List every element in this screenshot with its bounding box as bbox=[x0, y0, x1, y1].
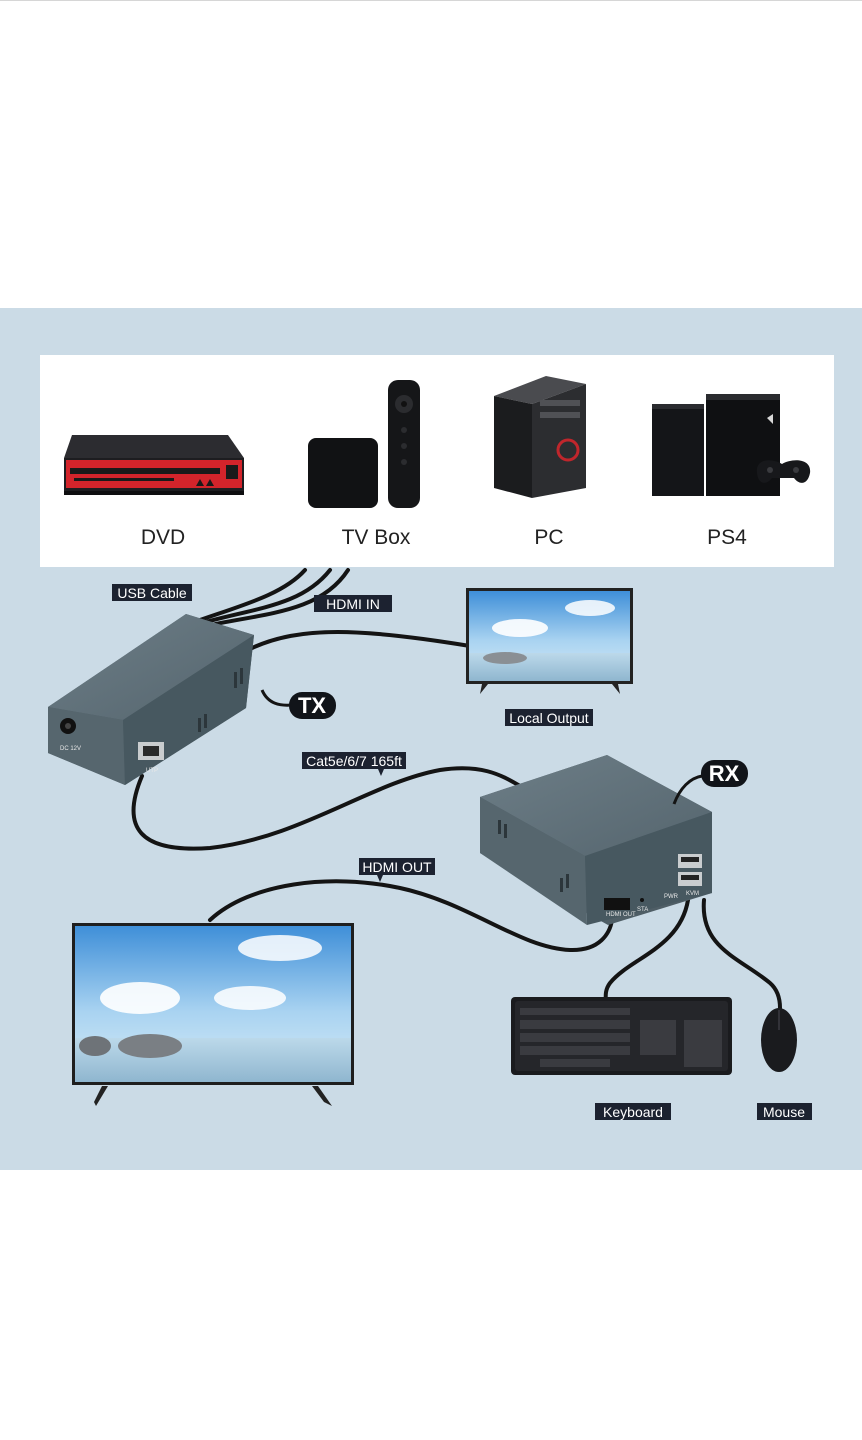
hdmi-in-cable-line-b bbox=[204, 568, 350, 628]
tx-badge-pointer bbox=[260, 689, 293, 707]
main-tv-icon bbox=[72, 923, 354, 1106]
rx-pwr-port-label: PWR bbox=[664, 894, 679, 900]
local-output-cable-line bbox=[250, 630, 472, 650]
mouse-tag: Mouse bbox=[763, 1104, 805, 1120]
hdmi-in-cable-line-a bbox=[190, 568, 332, 628]
keyboard-tag-bg bbox=[595, 1103, 671, 1120]
tx-badge: TX bbox=[260, 689, 336, 719]
dvd-player-icon bbox=[64, 435, 244, 495]
local-output-tag: Local Output bbox=[509, 710, 588, 726]
rx-badge-pointer bbox=[672, 774, 703, 805]
source-label-tv-box: TV Box bbox=[342, 526, 411, 549]
label-tags: USB Cable HDMI IN Local Output Cat5e/6/7… bbox=[112, 584, 812, 1120]
rx-hdmi-out-port-label: HDMI OUT bbox=[606, 912, 636, 918]
rx-badge: RX bbox=[672, 760, 748, 805]
cat-cable-tag: Cat5e/6/7 165ft bbox=[306, 753, 402, 769]
rx-badge-label: RX bbox=[709, 761, 740, 786]
cat-cable-tag-bg bbox=[302, 752, 406, 769]
hdmi-out-arrow bbox=[377, 875, 383, 882]
mouse-tag-bg bbox=[757, 1103, 812, 1120]
diagram-canvas: DVD TV Box PC PS4 DC 12V UTP bbox=[40, 355, 834, 1120]
keyboard-tag: Keyboard bbox=[603, 1104, 663, 1120]
hdmi-out-tag: HDMI OUT bbox=[362, 859, 432, 875]
hdmi-in-tag-bg bbox=[314, 595, 392, 612]
tx-extender-device: DC 12V UTP bbox=[48, 614, 254, 785]
usb-cable-tag: USB Cable bbox=[117, 585, 186, 601]
mouse-cable-line bbox=[701, 898, 782, 1010]
local-output-tv-icon bbox=[466, 588, 633, 694]
cat-cable-arrow bbox=[378, 769, 384, 776]
tx-dc-port-label: DC 12V bbox=[60, 746, 81, 752]
rx-extender-device: HDMI OUT STA PWR KVM bbox=[480, 755, 712, 925]
source-devices-panel: DVD TV Box PC PS4 bbox=[40, 355, 834, 567]
hdmi-extender-diagram: DVD TV Box PC PS4 DC 12V UTP bbox=[0, 308, 862, 1170]
local-output-tag-bg bbox=[505, 709, 593, 726]
source-label-ps4: PS4 bbox=[707, 526, 747, 549]
rx-sta-port-label: STA bbox=[637, 907, 648, 913]
tv-box-icon bbox=[308, 380, 420, 508]
tx-badge-label: TX bbox=[298, 693, 326, 718]
rx-kvm-port-label: KVM bbox=[686, 891, 699, 897]
source-label-dvd: DVD bbox=[141, 526, 185, 549]
cat-cable-line bbox=[131, 766, 522, 851]
pc-tower-icon bbox=[494, 376, 586, 498]
hdmi-out-tag-bg bbox=[359, 858, 435, 875]
hdmi-in-tag: HDMI IN bbox=[326, 596, 380, 612]
usb-cable-tag-bg bbox=[112, 584, 192, 601]
mouse-icon bbox=[761, 1008, 797, 1072]
keyboard-icon bbox=[511, 997, 732, 1075]
hdmi-out-cable-line bbox=[208, 879, 614, 953]
source-label-pc: PC bbox=[534, 526, 563, 549]
tx-utp-port-label: UTP bbox=[146, 768, 158, 774]
ps4-console-icon bbox=[652, 394, 811, 496]
top-divider bbox=[0, 0, 862, 1]
cables bbox=[131, 568, 782, 1010]
